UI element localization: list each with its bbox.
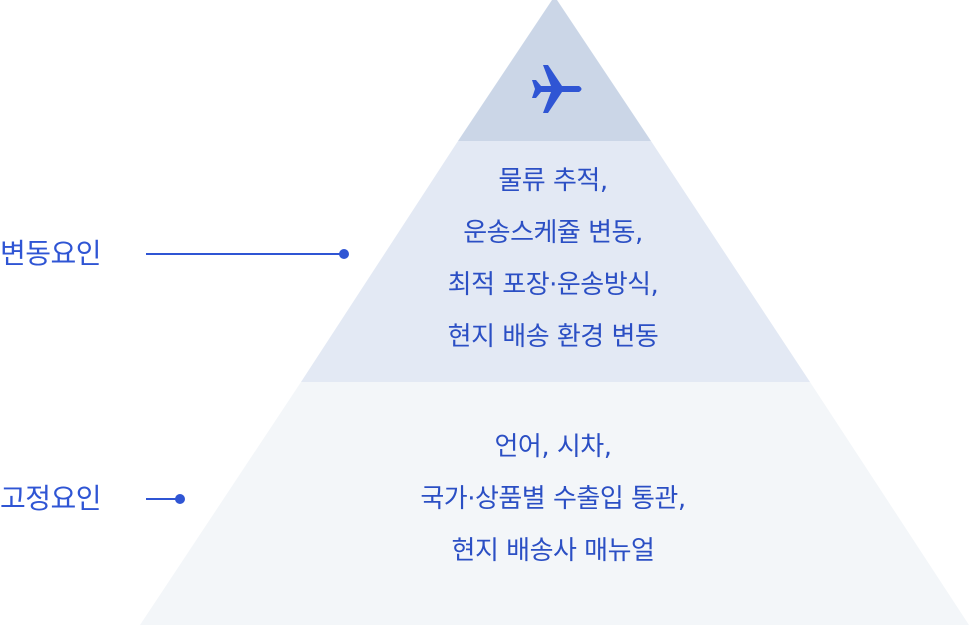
pyramid-bottom-tier — [140, 382, 969, 625]
middle-tier-line: 운송스케쥴 변동, — [463, 218, 643, 248]
variable-factor-label: 변동요인 — [0, 237, 102, 270]
airplane-icon — [532, 65, 582, 113]
pyramid-top-tier — [458, 0, 651, 141]
fixed-factor-connector-dot — [175, 494, 185, 504]
middle-tier-line: 최적 포장·운송방식, — [447, 270, 659, 300]
variable-factor-connector-dot — [339, 249, 349, 259]
bottom-tier-line: 국가·상품별 수출입 통관, — [420, 484, 686, 514]
bottom-tier-line: 현지 배송사 매뉴얼 — [451, 536, 655, 566]
bottom-tier-text: 언어, 시차, 국가·상품별 수출입 통관, 현지 배송사 매뉴얼 — [303, 421, 803, 577]
middle-tier-line: 현지 배송 환경 변동 — [447, 322, 659, 352]
middle-tier-line: 물류 추적, — [498, 166, 608, 196]
bottom-tier-line: 언어, 시차, — [494, 432, 612, 462]
fixed-factor-label: 고정요인 — [0, 482, 102, 515]
pyramid-middle-tier — [301, 141, 810, 382]
middle-tier-text: 물류 추적, 운송스케쥴 변동, 최적 포장·운송방식, 현지 배송 환경 변동 — [303, 155, 803, 363]
